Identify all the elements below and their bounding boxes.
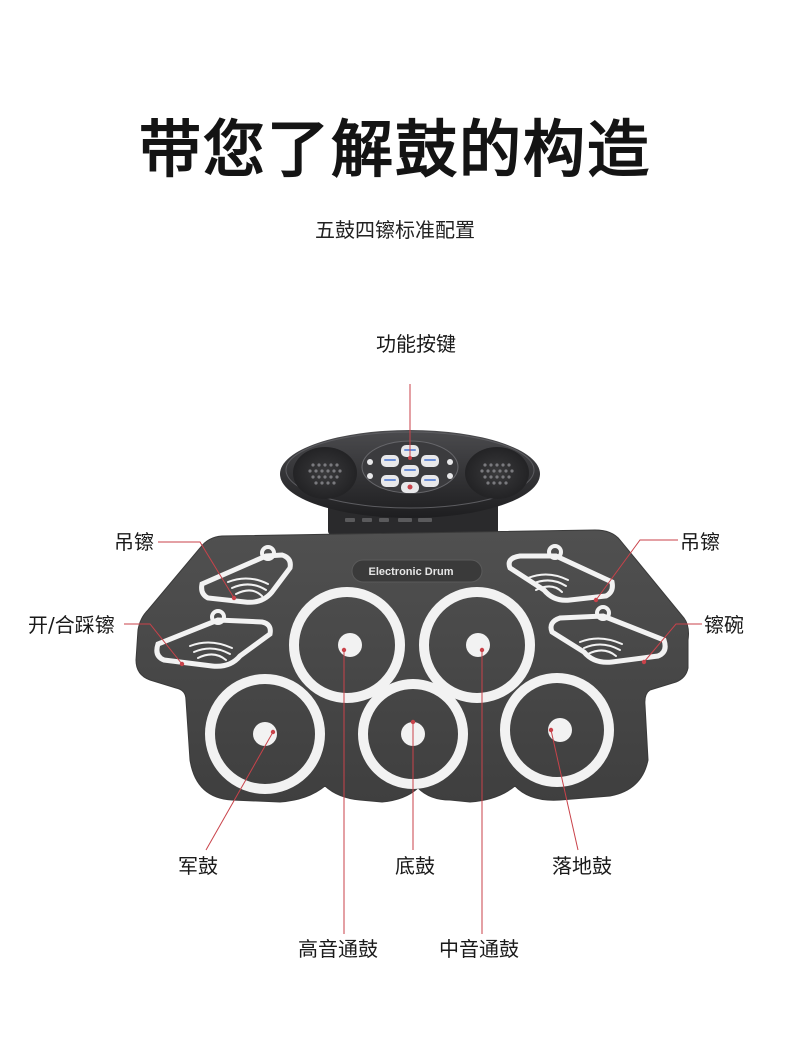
leader-line-crash-right	[595, 539, 678, 601]
brand-plate	[351, 559, 483, 583]
leader-line-crash-left	[158, 541, 235, 599]
leader-line-ride	[643, 623, 702, 663]
drum-pad-floor-tom	[500, 673, 614, 787]
control-module	[280, 430, 540, 535]
label-ride: 镲碗	[704, 613, 744, 637]
function-button-panel	[361, 440, 459, 494]
label-function-keys: 功能按键	[376, 332, 456, 356]
page-subtitle: 五鼓四镲标准配置	[315, 218, 475, 242]
leader-line-hihat	[124, 623, 183, 665]
cymbal-pad-hihat	[154, 609, 273, 669]
cymbal-pad-ride	[548, 605, 668, 665]
leader-line-floor-tom	[550, 729, 579, 851]
port-row	[345, 518, 432, 522]
cymbal-pad-crash-right	[506, 544, 615, 603]
cymbal-pad-crash-left	[199, 545, 293, 605]
label-crash-right: 吊镲	[680, 530, 720, 554]
label-snare: 军鼓	[178, 854, 218, 878]
right-speaker-grille	[465, 447, 529, 499]
label-mid-tom: 中音通鼓	[439, 937, 519, 961]
drum-pad-snare	[205, 674, 325, 794]
label-bass: 底鼓	[395, 854, 435, 878]
page-title: 带您了解鼓的构造	[138, 113, 651, 186]
drum-pad-mid-tom	[419, 587, 535, 703]
brand-text: Electronic Drum	[369, 566, 454, 578]
leader-line-snare	[205, 731, 274, 851]
label-hihat: 开/合踩镲	[28, 613, 115, 637]
leader-lines	[124, 384, 702, 934]
left-speaker-grille	[293, 447, 357, 499]
label-crash-left: 吊镲	[114, 530, 154, 554]
label-floor-tom: 落地鼓	[552, 854, 612, 878]
label-high-tom: 高音通鼓	[298, 937, 378, 961]
